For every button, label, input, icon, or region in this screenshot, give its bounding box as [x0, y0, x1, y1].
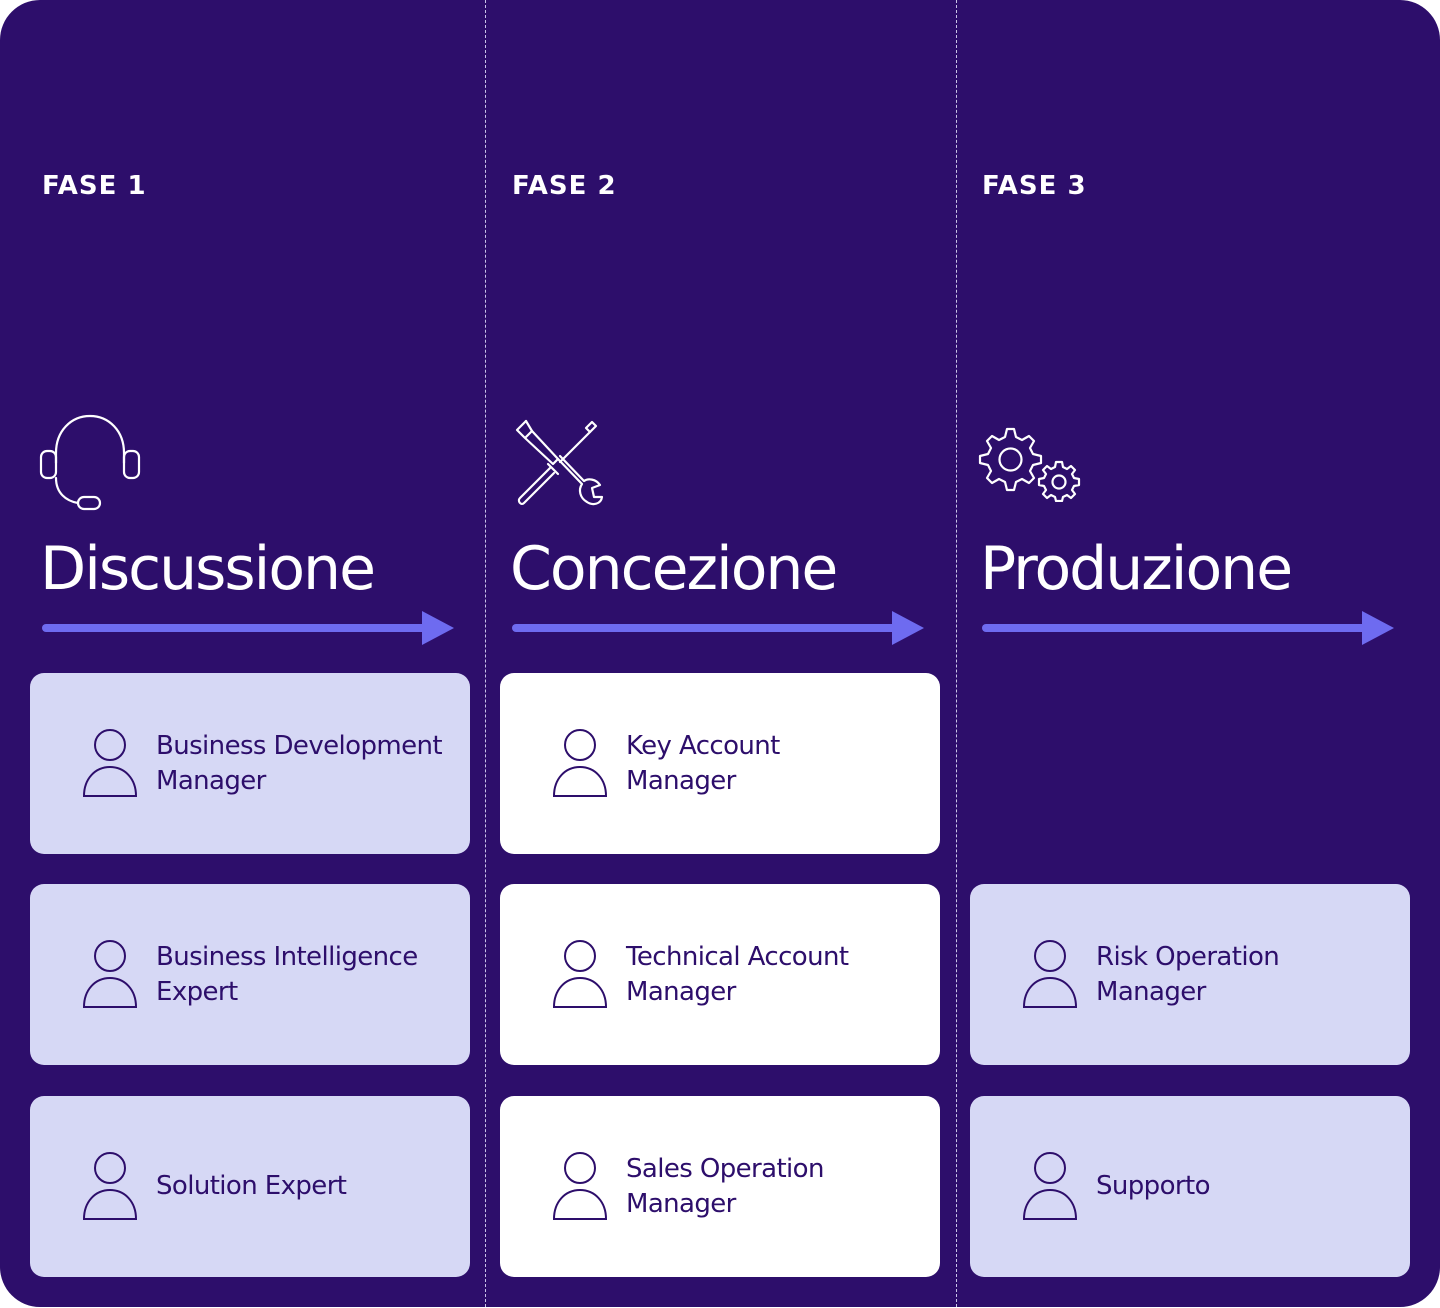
role-card: Solution Expert: [30, 1096, 470, 1277]
user-icon: [1022, 1151, 1078, 1226]
gears-icon: [978, 426, 1082, 502]
role-card: Business Intelligence Expert: [30, 884, 470, 1065]
user-icon: [82, 939, 138, 1014]
user-icon: [1022, 939, 1078, 1014]
role-label: Solution Expert: [156, 1171, 347, 1201]
phase-label-3: FASE 3: [982, 171, 1087, 201]
phase-title-3: Produzione: [980, 534, 1293, 604]
role-card: Business Development Manager: [30, 673, 470, 854]
role-label: Business Development Manager: [156, 730, 443, 796]
role-label: Supporto: [1096, 1171, 1210, 1201]
role-label: Sales Operation Manager: [626, 1153, 824, 1219]
phase-label-2: FASE 2: [512, 171, 617, 201]
role-label: Business Intelligence Expert: [156, 941, 418, 1007]
column-divider: [956, 0, 957, 1307]
role-card: Risk Operation Manager: [970, 884, 1410, 1065]
user-icon: [82, 1151, 138, 1226]
role-card: Sales Operation Manager: [500, 1096, 940, 1277]
role-card: Key Account Manager: [500, 673, 940, 854]
role-card: Technical Account Manager: [500, 884, 940, 1065]
role-label: Key Account Manager: [626, 730, 780, 796]
user-icon: [552, 728, 608, 803]
phase-title-1: Discussione: [40, 534, 376, 604]
phase-label-1: FASE 1: [42, 171, 147, 201]
tools-icon: [512, 418, 606, 508]
column-divider: [485, 0, 486, 1307]
role-label: Risk Operation Manager: [1096, 941, 1280, 1007]
role-label: Technical Account Manager: [626, 941, 849, 1007]
role-card: Supporto: [970, 1096, 1410, 1277]
user-icon: [552, 939, 608, 1014]
user-icon: [82, 728, 138, 803]
arrow-right-icon: [512, 610, 926, 651]
headset-icon: [38, 413, 142, 515]
phase-title-2: Concezione: [510, 534, 838, 604]
user-icon: [552, 1151, 608, 1226]
arrow-right-icon: [42, 610, 456, 651]
arrow-right-icon: [982, 610, 1396, 651]
